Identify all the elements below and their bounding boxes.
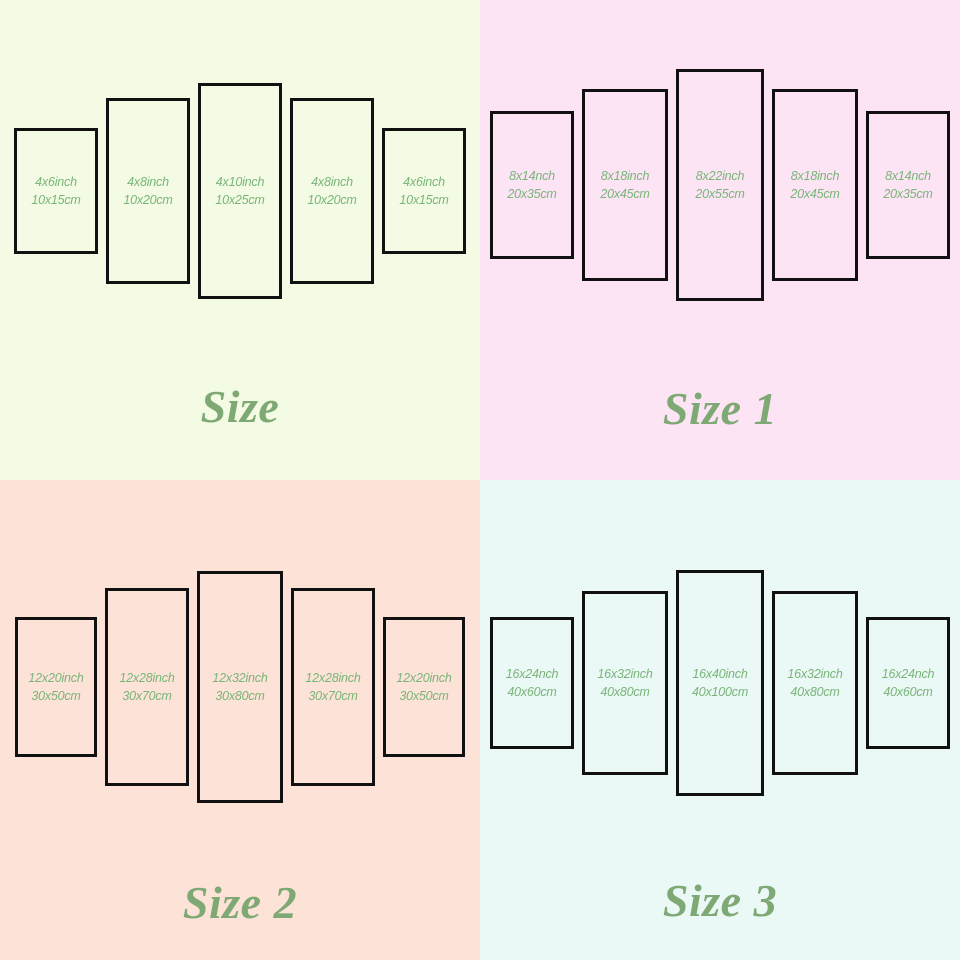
frame-label-cm: 30x50cm — [399, 689, 449, 703]
frame-2[interactable]: 4x8inch 10x20cm — [106, 98, 190, 284]
frame-label-cm: 30x80cm — [215, 689, 265, 703]
frame-4[interactable]: 4x8inch 10x20cm — [290, 98, 374, 284]
size-panel-size: 4x6inch 10x15cm 4x8inch 10x20cm 4x10inch… — [0, 0, 480, 480]
frame-label-cm: 40x80cm — [600, 685, 650, 699]
frame-5[interactable]: 16x24nch 40x60cm — [866, 617, 950, 749]
frame-label-inch: 16x32inch — [787, 666, 843, 681]
frame-label-inch: 16x24nch — [881, 666, 935, 681]
frame-label-cm: 10x25cm — [215, 193, 265, 207]
frame-4[interactable]: 8x18inch 20x45cm — [772, 89, 858, 281]
frame-label-cm: 40x60cm — [883, 685, 933, 699]
frame-1[interactable]: 4x6inch 10x15cm — [14, 128, 98, 254]
frame-5[interactable]: 12x20inch 30x50cm — [383, 617, 465, 757]
frame-label-cm: 30x50cm — [31, 689, 81, 703]
frame-label-cm: 20x45cm — [600, 187, 650, 201]
frame-label-inch: 4x8inch — [311, 174, 353, 189]
frame-label-inch: 16x24nch — [505, 666, 559, 681]
frame-2[interactable]: 12x28inch 30x70cm — [105, 588, 189, 786]
frame-label-inch: 4x6inch — [35, 174, 77, 189]
frame-label-inch: 12x28inch — [305, 670, 361, 685]
frame-label-inch: 12x20inch — [28, 670, 84, 685]
frame-label-inch: 8x18inch — [790, 168, 840, 183]
panel-title: Size 1 — [662, 383, 778, 435]
frame-4[interactable]: 12x28inch 30x70cm — [291, 588, 375, 786]
frame-3[interactable]: 16x40inch 40x100cm — [676, 570, 764, 796]
panel-title: Size 2 — [182, 877, 298, 929]
frame-label-cm: 20x45cm — [790, 187, 840, 201]
frame-3[interactable]: 4x10inch 10x25cm — [198, 83, 282, 299]
size-panel-size-3: 16x24nch 40x60cm 16x32inch 40x80cm 16x40… — [480, 480, 960, 960]
frame-label-inch: 8x14nch — [885, 168, 931, 183]
frame-label-cm: 20x35cm — [507, 187, 557, 201]
frame-label-inch: 12x20inch — [396, 670, 452, 685]
frame-cluster: 12x20inch 30x50cm 12x28inch 30x70cm 12x3… — [0, 502, 480, 872]
frame-label-cm: 40x60cm — [507, 685, 557, 699]
frame-3[interactable]: 8x22inch 20x55cm — [676, 69, 764, 301]
frame-1[interactable]: 8x14nch 20x35cm — [490, 111, 574, 259]
frame-label-inch: 16x40inch — [692, 666, 748, 681]
frame-label-cm: 10x20cm — [123, 193, 173, 207]
frame-5[interactable]: 8x14nch 20x35cm — [866, 111, 950, 259]
frame-2[interactable]: 8x18inch 20x45cm — [582, 89, 668, 281]
frame-cluster: 8x14nch 20x35cm 8x18inch 20x45cm 8x22inc… — [480, 0, 960, 370]
frame-label-cm: 30x70cm — [122, 689, 172, 703]
panel-title: Size 3 — [662, 875, 778, 927]
frame-label-inch: 4x8inch — [127, 174, 169, 189]
frame-label-cm: 10x15cm — [399, 193, 449, 207]
frame-cluster: 16x24nch 40x60cm 16x32inch 40x80cm 16x40… — [480, 498, 960, 868]
frame-5[interactable]: 4x6inch 10x15cm — [382, 128, 466, 254]
panel-title: Size — [200, 381, 280, 433]
frame-label-cm: 10x20cm — [307, 193, 357, 207]
frame-label-cm: 20x35cm — [883, 187, 933, 201]
frame-4[interactable]: 16x32inch 40x80cm — [772, 591, 858, 775]
frame-label-inch: 12x32inch — [212, 670, 268, 685]
frame-2[interactable]: 16x32inch 40x80cm — [582, 591, 668, 775]
frame-label-cm: 20x55cm — [695, 187, 745, 201]
frame-label-inch: 16x32inch — [597, 666, 653, 681]
frame-1[interactable]: 16x24nch 40x60cm — [490, 617, 574, 749]
frame-1[interactable]: 12x20inch 30x50cm — [15, 617, 97, 757]
size-panel-size-2: 12x20inch 30x50cm 12x28inch 30x70cm 12x3… — [0, 480, 480, 960]
frame-label-inch: 8x18inch — [600, 168, 650, 183]
frame-label-inch: 8x22inch — [695, 168, 745, 183]
frame-cluster: 4x6inch 10x15cm 4x8inch 10x20cm 4x10inch… — [0, 6, 480, 376]
frame-label-cm: 40x100cm — [691, 685, 749, 699]
frame-label-cm: 40x80cm — [790, 685, 840, 699]
frame-label-cm: 30x70cm — [308, 689, 358, 703]
size-panel-size-1: 8x14nch 20x35cm 8x18inch 20x45cm 8x22inc… — [480, 0, 960, 480]
frame-label-inch: 4x6inch — [403, 174, 445, 189]
frame-label-cm: 10x15cm — [31, 193, 81, 207]
frame-label-inch: 4x10inch — [215, 174, 265, 189]
frame-label-inch: 8x14nch — [509, 168, 555, 183]
frame-label-inch: 12x28inch — [119, 670, 175, 685]
frame-3[interactable]: 12x32inch 30x80cm — [197, 571, 283, 803]
